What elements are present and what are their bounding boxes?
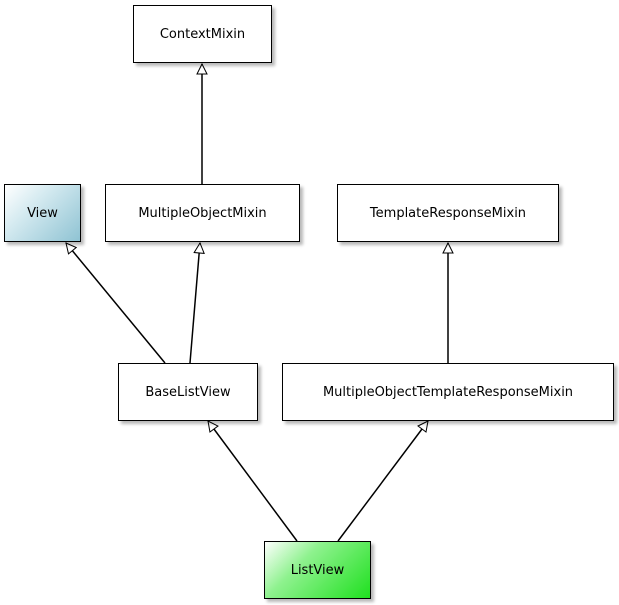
class-label: View: [27, 205, 58, 221]
class-label: MultipleObjectMixin: [138, 205, 267, 221]
class-label: ContextMixin: [159, 26, 246, 42]
class-label: MultipleObjectTemplateResponseMixin: [322, 384, 574, 400]
class-node-templateresponsemixin: TemplateResponseMixin: [337, 184, 559, 242]
class-node-view: View: [4, 184, 81, 242]
edge-listview-to-motrm: [337, 421, 428, 542]
class-node-multipleobjecttemplateresponsemixin: MultipleObjectTemplateResponseMixin: [282, 363, 614, 421]
class-node-baselistview: BaseListView: [118, 363, 258, 421]
edge-listview-to-baselistview: [208, 421, 298, 542]
class-label: ListView: [290, 562, 345, 578]
class-node-multipleobjectmixin: MultipleObjectMixin: [105, 184, 300, 242]
edge-baselistview-to-view: [66, 243, 166, 364]
class-node-listview: ListView: [264, 541, 371, 599]
class-label: BaseListView: [145, 384, 231, 400]
class-node-contextmixin: ContextMixin: [133, 5, 272, 63]
class-label: TemplateResponseMixin: [369, 205, 527, 221]
edge-baselistview-to-multipleobjectmixin: [189, 243, 200, 364]
